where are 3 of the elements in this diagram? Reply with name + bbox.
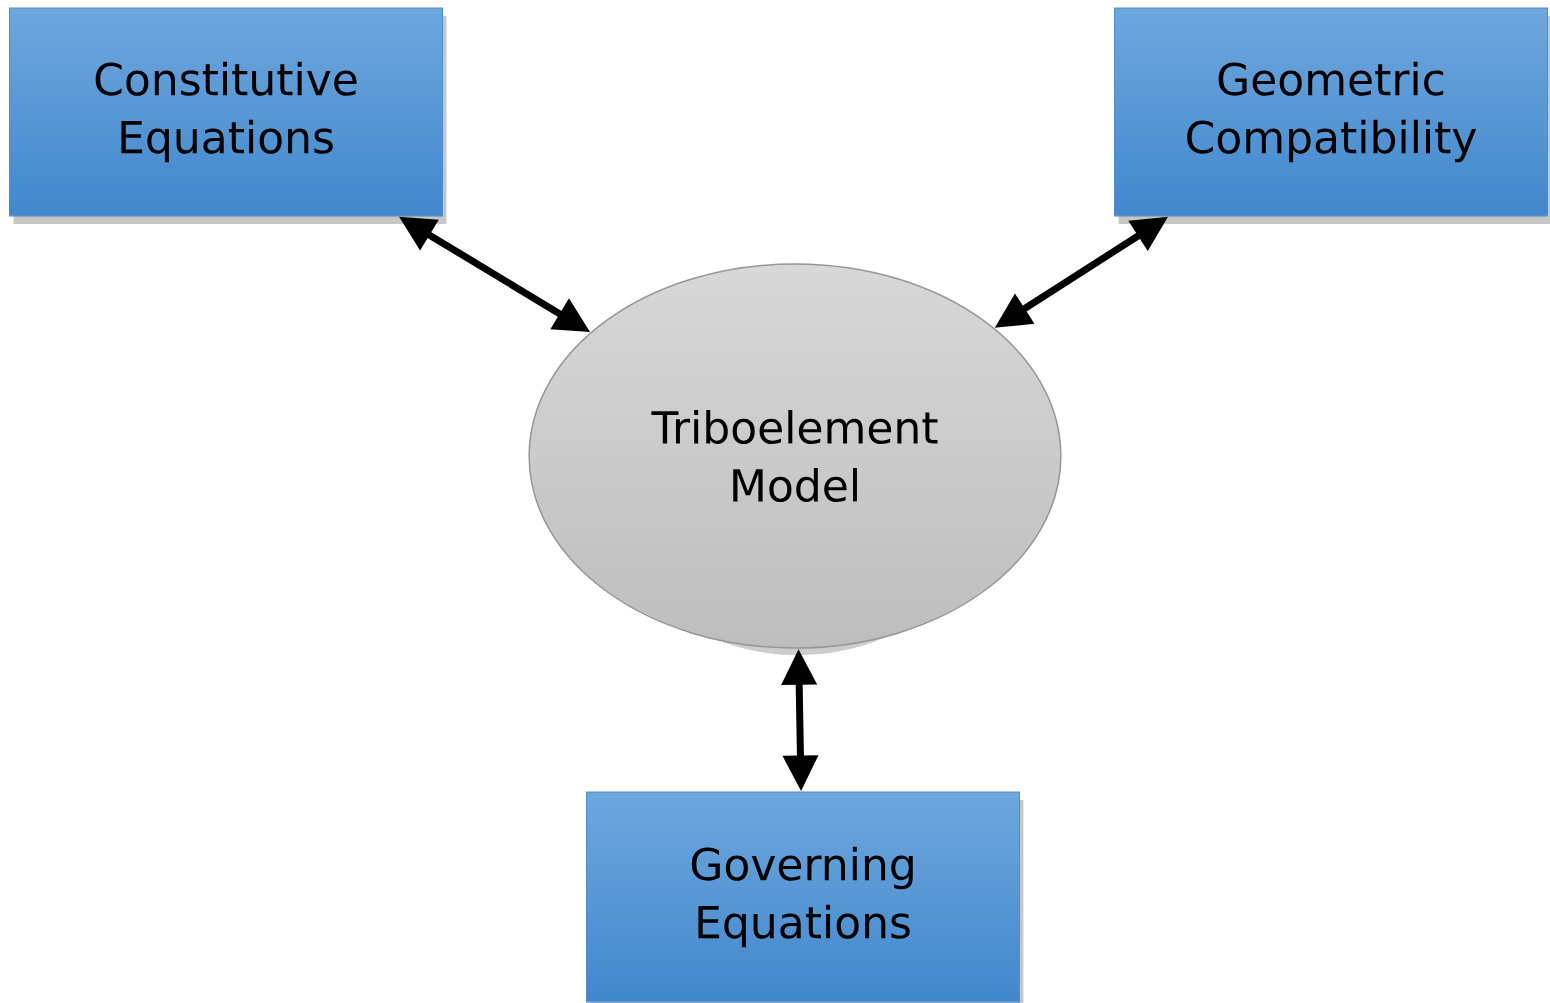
- process-box: Geometric Compatibility: [1114, 7, 1550, 224]
- process-box: Governing Equations: [586, 791, 1024, 1003]
- process-box: Constitutive Equations: [9, 7, 447, 224]
